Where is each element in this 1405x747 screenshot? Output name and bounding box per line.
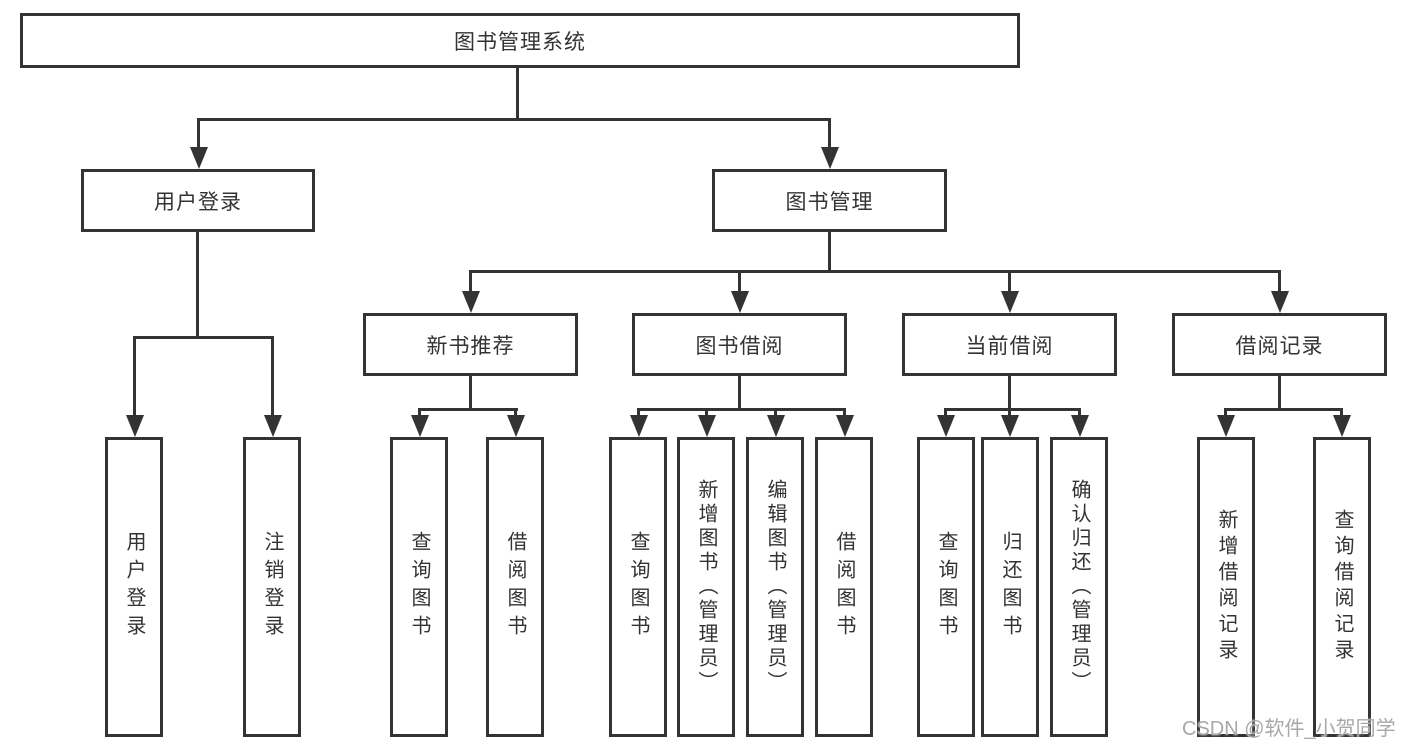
node-label: 用户登录	[154, 190, 242, 214]
connector-current-borrow-stem	[1008, 270, 1011, 298]
arrowhead-down-icon	[1271, 291, 1289, 313]
csdn-watermark: CSDN @软件_小贺同学	[1182, 718, 1396, 740]
node-borrowing-records: 借阅记录	[1172, 313, 1387, 376]
connector-book-mgmt-stem	[828, 118, 831, 156]
node-label: 图书管理	[785, 190, 874, 214]
node-user-login: 用户登录	[81, 169, 315, 232]
arrowhead-down-icon	[1217, 415, 1235, 437]
node-user-login-action: 用户登录	[105, 437, 163, 737]
arrowhead-down-icon	[630, 415, 648, 437]
arrowhead-down-icon	[1071, 415, 1089, 437]
node-cb-return-book: 归还图书	[981, 437, 1039, 737]
node-label: 编辑图书（管理员）	[764, 479, 786, 695]
node-bb-query-book: 查询图书	[609, 437, 667, 737]
arrowhead-down-icon	[836, 415, 854, 437]
arrowhead-down-icon	[937, 415, 955, 437]
arrowhead-down-icon	[1001, 291, 1019, 313]
node-bb-borrow-book: 借阅图书	[815, 437, 873, 737]
node-label: 查询图书	[627, 531, 649, 643]
arrowhead-down-icon	[264, 415, 282, 437]
node-cb-query-book: 查询图书	[917, 437, 975, 737]
arrowhead-down-icon	[190, 147, 208, 169]
arrowhead-down-icon	[411, 415, 429, 437]
connector-ul-child1-stem	[133, 336, 136, 424]
arrowhead-down-icon	[462, 291, 480, 313]
connector-root-stem	[516, 68, 519, 121]
node-label: 借阅图书	[833, 531, 855, 643]
node-label: 注销登录	[261, 531, 283, 643]
node-br-add-record: 新增借阅记录	[1197, 437, 1255, 737]
node-library-management-system: 图书管理系统	[20, 13, 1020, 68]
connector-new-book-stem	[469, 270, 472, 298]
node-new-book-recommendation: 新书推荐	[363, 313, 578, 376]
node-book-borrowing: 图书借阅	[632, 313, 847, 376]
node-label: 借阅记录	[1235, 334, 1324, 358]
node-cb-confirm-return-admin: 确认归还（管理员）	[1050, 437, 1108, 737]
node-label: 查询借阅记录	[1331, 509, 1353, 665]
node-label: 当前借阅	[965, 334, 1054, 358]
node-label: 图书借阅	[695, 334, 784, 358]
node-label: 查询图书	[935, 531, 957, 643]
node-current-borrowing: 当前借阅	[902, 313, 1117, 376]
arrowhead-down-icon	[698, 415, 716, 437]
connector-ul-child2-stem	[271, 336, 274, 424]
arrowhead-down-icon	[507, 415, 525, 437]
connector-book-borrow-stem	[738, 270, 741, 298]
node-label: 借阅图书	[504, 531, 526, 643]
node-logout: 注销登录	[243, 437, 301, 737]
connector-book-borrow-down	[738, 376, 741, 410]
node-label: 新增图书（管理员）	[695, 479, 717, 695]
connector-level3-horizontal	[469, 270, 1280, 273]
node-book-management: 图书管理	[712, 169, 947, 232]
connector-user-login-down	[196, 232, 199, 339]
connector-book-mgmt-down	[828, 232, 831, 273]
node-label: 归还图书	[999, 531, 1021, 643]
node-label: 用户登录	[123, 531, 145, 643]
arrowhead-down-icon	[821, 147, 839, 169]
connector-current-borrow-down	[1008, 376, 1011, 410]
connector-new-book-down	[469, 376, 472, 410]
arrowhead-down-icon	[1001, 415, 1019, 437]
connector-user-login-horizontal	[133, 336, 274, 339]
node-label: 新增借阅记录	[1215, 509, 1237, 665]
node-nb-borrow-book: 借阅图书	[486, 437, 544, 737]
node-br-query-record: 查询借阅记录	[1313, 437, 1371, 737]
node-label: 新书推荐	[426, 334, 515, 358]
node-label: 图书管理系统	[454, 30, 586, 54]
connector-borrow-records-stem	[1278, 270, 1281, 298]
connector-current-borrow-horizontal	[944, 408, 1081, 411]
arrowhead-down-icon	[731, 291, 749, 313]
connector-level2-horizontal	[197, 118, 831, 121]
connector-new-book-horizontal	[418, 408, 518, 411]
connector-borrow-records-horizontal	[1224, 408, 1343, 411]
node-nb-query-book: 查询图书	[390, 437, 448, 737]
node-bb-add-book-admin: 新增图书（管理员）	[677, 437, 735, 737]
node-label: 查询图书	[408, 531, 430, 643]
arrowhead-down-icon	[126, 415, 144, 437]
arrowhead-down-icon	[767, 415, 785, 437]
connector-user-login-stem	[197, 118, 200, 156]
connector-book-borrow-horizontal	[637, 408, 846, 411]
connector-borrow-records-down	[1278, 376, 1281, 410]
node-label: 确认归还（管理员）	[1068, 479, 1090, 695]
node-bb-edit-book-admin: 编辑图书（管理员）	[746, 437, 804, 737]
arrowhead-down-icon	[1333, 415, 1351, 437]
